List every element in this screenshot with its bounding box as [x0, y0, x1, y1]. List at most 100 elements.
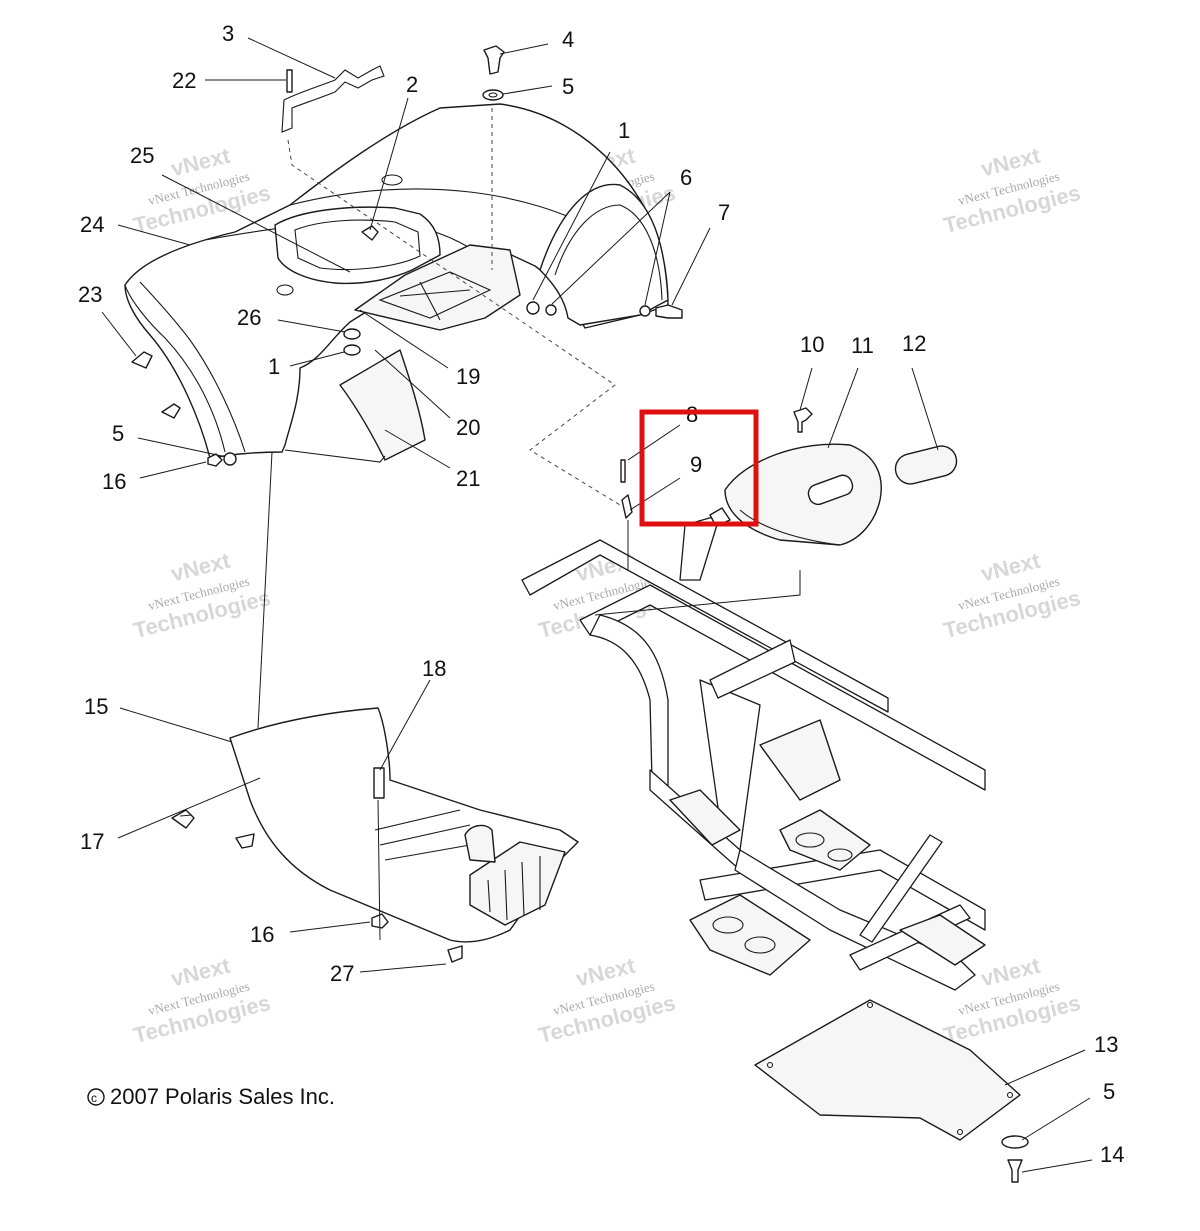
fender-flare [124, 284, 226, 453]
rack-bracket [281, 65, 385, 133]
skid-plate [754, 999, 1029, 1183]
callout-27: 27 [330, 961, 354, 986]
plug-27 [447, 945, 463, 963]
callout-19: 19 [456, 364, 480, 389]
seat-pad-11 [724, 443, 882, 546]
gusset-rear [899, 914, 986, 966]
callout-3: 3 [222, 21, 234, 46]
footrest-right [779, 809, 871, 871]
washer-5b [223, 452, 237, 466]
mud-flap [339, 349, 426, 461]
leader [629, 477, 681, 511]
callout-6: 6 [680, 165, 692, 190]
leader [502, 85, 553, 95]
washer-6b [639, 305, 651, 317]
leader [119, 707, 233, 743]
callout-12: 12 [902, 331, 926, 356]
rivet-17 [171, 809, 195, 829]
leader [799, 367, 813, 411]
callout-14: 14 [1100, 1142, 1124, 1167]
leader [289, 351, 345, 367]
vehicle-frame [521, 507, 986, 991]
watermark: vNext vNext Technologies Technologies [941, 547, 1083, 643]
washer-26 [343, 328, 361, 340]
leader [117, 224, 191, 246]
watermark: vNext vNext Technologies Technologies [131, 952, 273, 1048]
leader [289, 921, 371, 933]
gusset-mid [759, 719, 841, 801]
frame-front-tube [679, 514, 721, 581]
pin-18 [373, 767, 385, 799]
footrest-hole [744, 936, 776, 954]
footrest-hole [827, 848, 853, 862]
fender-hole [276, 284, 294, 296]
footrest-grid-lines [487, 856, 541, 921]
callout-13: 13 [1094, 1032, 1118, 1057]
assembly-lines [287, 108, 621, 506]
footrest-hole [795, 832, 825, 848]
skid-hole [956, 1128, 964, 1136]
washer-6 [545, 304, 557, 316]
callout-5b: 5 [112, 421, 124, 446]
leader [179, 814, 193, 817]
frame-diagonal [859, 834, 943, 943]
callout-11: 11 [851, 333, 874, 358]
callout-22: 22 [172, 68, 196, 93]
bracket-9 [621, 494, 633, 519]
washer-hole [488, 92, 498, 98]
callout-26: 26 [237, 305, 261, 330]
pad-slot [807, 474, 854, 506]
rivet-23 [131, 351, 153, 369]
copyright: c 2007 Polaris Sales Inc. [87, 1084, 335, 1109]
leader [359, 963, 447, 973]
plug-2 [361, 225, 379, 241]
pin-8 [620, 459, 626, 483]
frame-top-rail [521, 539, 889, 713]
leader [827, 367, 859, 449]
callout-1b: 1 [268, 354, 280, 379]
bolt-10 [793, 407, 813, 433]
washer-5c [1001, 1135, 1029, 1149]
fender-vent-detail [378, 271, 492, 321]
pin-22 [286, 69, 293, 93]
leader [161, 174, 351, 273]
leader [911, 367, 939, 451]
callout-16b: 16 [250, 922, 274, 947]
fender-vent-panel [354, 244, 521, 331]
leader-lines [101, 37, 1093, 1173]
footwell [171, 707, 579, 963]
callout-15: 15 [84, 694, 108, 719]
callout-21: 21 [456, 466, 480, 491]
leader [671, 227, 711, 306]
copyright-text: 2007 Polaris Sales Inc. [110, 1084, 335, 1109]
leader [117, 777, 261, 839]
callout-7: 7 [718, 200, 730, 225]
watermark: vNext vNext Technologies Technologies [536, 952, 678, 1048]
leader [377, 799, 381, 941]
leader [369, 97, 409, 231]
watermark: vNext vNext Technologies Technologies [941, 142, 1083, 238]
mud-flap-edge [284, 449, 386, 463]
leader [257, 451, 273, 729]
callout-9: 9 [690, 452, 702, 477]
callout-20: 20 [456, 415, 480, 440]
callout-17: 17 [80, 829, 104, 854]
leader [101, 311, 137, 357]
assembly-line [287, 139, 621, 506]
footrest-left [689, 894, 811, 976]
leader [532, 151, 611, 301]
leader [499, 43, 549, 55]
callout-1: 1 [618, 118, 630, 143]
screw-7 [655, 304, 683, 319]
callout-24: 24 [80, 212, 104, 237]
rivet-14 [1007, 1159, 1023, 1183]
leader [247, 37, 336, 79]
copyright-icon-glyph: c [91, 1091, 97, 1105]
footrest-hole [712, 916, 744, 934]
leader [594, 570, 801, 616]
grip-12 [894, 445, 958, 485]
watermark: vNext vNext Technologies Technologies [131, 547, 273, 643]
splash-guard-arc [554, 204, 663, 301]
leader [379, 679, 431, 771]
